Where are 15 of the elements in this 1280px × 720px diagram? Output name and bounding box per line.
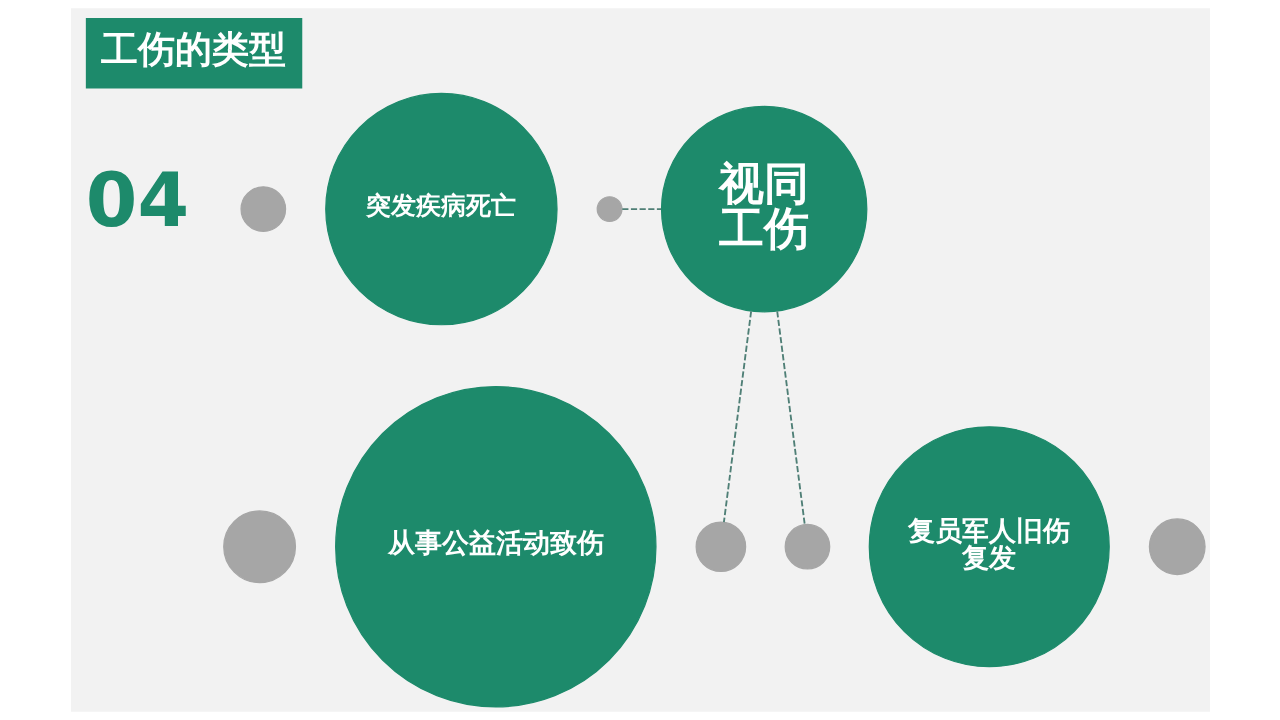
node-circle: 突发疾病死亡 — [324, 92, 558, 326]
node-circle: 视同工伤 — [660, 105, 867, 313]
node-circle — [596, 196, 623, 223]
node-circle — [239, 186, 286, 232]
node-circle — [1148, 518, 1206, 576]
label: 04 — [85, 157, 189, 244]
node-circle — [695, 521, 746, 573]
connector — [775, 310, 806, 526]
diagram-title: 工伤的类型 — [100, 27, 286, 71]
connector — [722, 310, 752, 524]
connector — [620, 208, 662, 211]
node-circle — [784, 523, 830, 570]
node-circle: 复员军人旧伤复发 — [868, 426, 1110, 668]
node-circle: 从事公益活动致伤 — [334, 385, 657, 708]
node-circle — [222, 510, 296, 584]
